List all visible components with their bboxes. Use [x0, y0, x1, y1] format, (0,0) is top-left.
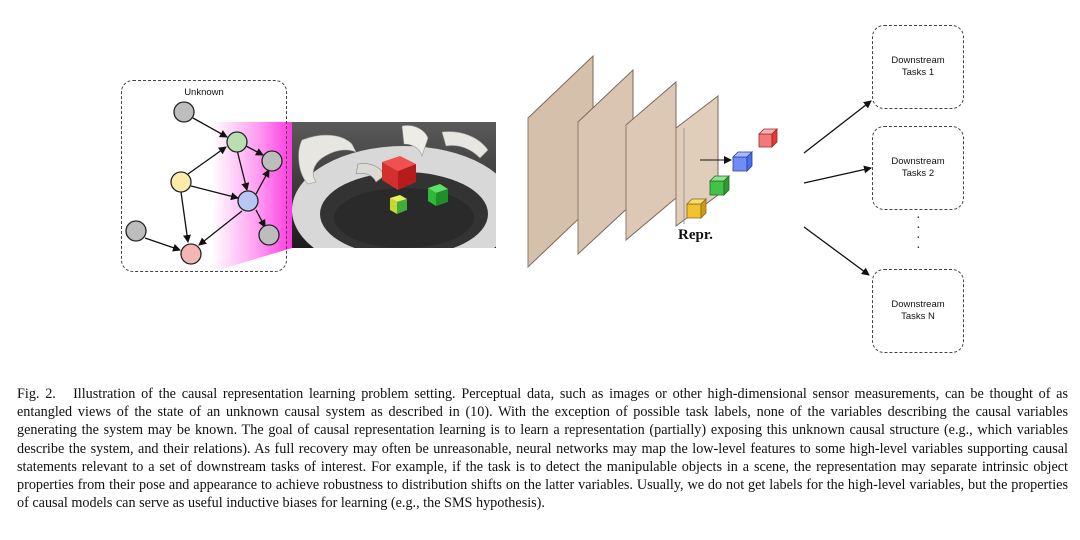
caption-text: Illustration of the causal representatio…: [17, 386, 1068, 512]
graph-node-green: [226, 131, 248, 153]
arrow-to-task-2: [803, 165, 872, 184]
downstream-task-1-label: Downstream Tasks 1: [891, 55, 945, 78]
downstream-task-2-box: Downstream Tasks 2: [872, 126, 964, 210]
robot-scene-image: [292, 122, 496, 248]
representation-cubes: [686, 128, 778, 219]
graph-edge: [245, 145, 264, 156]
downstream-task-n-label: Downstream Tasks N: [891, 299, 945, 322]
graph-node-gray: [173, 101, 195, 123]
caption-fig-number: Fig. 2.: [17, 386, 56, 402]
downstream-task-n-box: Downstream Tasks N: [872, 269, 964, 353]
graph-edge: [190, 185, 239, 201]
graph-node-blue: [237, 190, 259, 212]
downstream-task-1-box: Downstream Tasks 1: [872, 25, 964, 109]
cube-red: [758, 128, 778, 148]
graph-edge: [144, 237, 181, 252]
repr-label: Repr.: [678, 227, 713, 243]
graph-node-gray: [125, 220, 147, 242]
graph-node-gray: [258, 224, 280, 246]
graph-edge: [236, 149, 250, 191]
causal-graph-edges: [144, 117, 270, 252]
figure-area: Unknown Repr. Downstream Tasks 1 Downstr…: [121, 25, 964, 353]
arrow-to-task-n: [803, 226, 870, 276]
network-layers: [527, 54, 719, 269]
causal-graph-nodes: [125, 101, 283, 265]
figure-caption: Fig. 2. Illustration of the causal repre…: [17, 385, 1068, 512]
downstream-task-2-label: Downstream Tasks 2: [891, 156, 945, 179]
graph-node-red: [180, 243, 202, 265]
vertical-ellipsis-icon: ····: [916, 211, 921, 256]
arrow-to-task-1: [803, 100, 872, 154]
graph-node-yellow: [170, 171, 192, 193]
graph-edge: [187, 146, 227, 175]
task-arrows: [803, 100, 872, 276]
graph-edge: [255, 169, 270, 195]
cube-yellow: [686, 198, 707, 219]
cube-green: [709, 175, 730, 196]
graph-edge: [192, 117, 228, 138]
unknown-system-box: Unknown: [121, 80, 287, 272]
unknown-label: Unknown: [184, 87, 224, 98]
figure-drawing: [125, 54, 872, 276]
graph-edge: [198, 210, 243, 246]
graph-edge: [255, 209, 266, 228]
graph-node-gray: [261, 150, 283, 172]
graph-edge: [180, 191, 191, 243]
cube-blue: [732, 151, 753, 172]
